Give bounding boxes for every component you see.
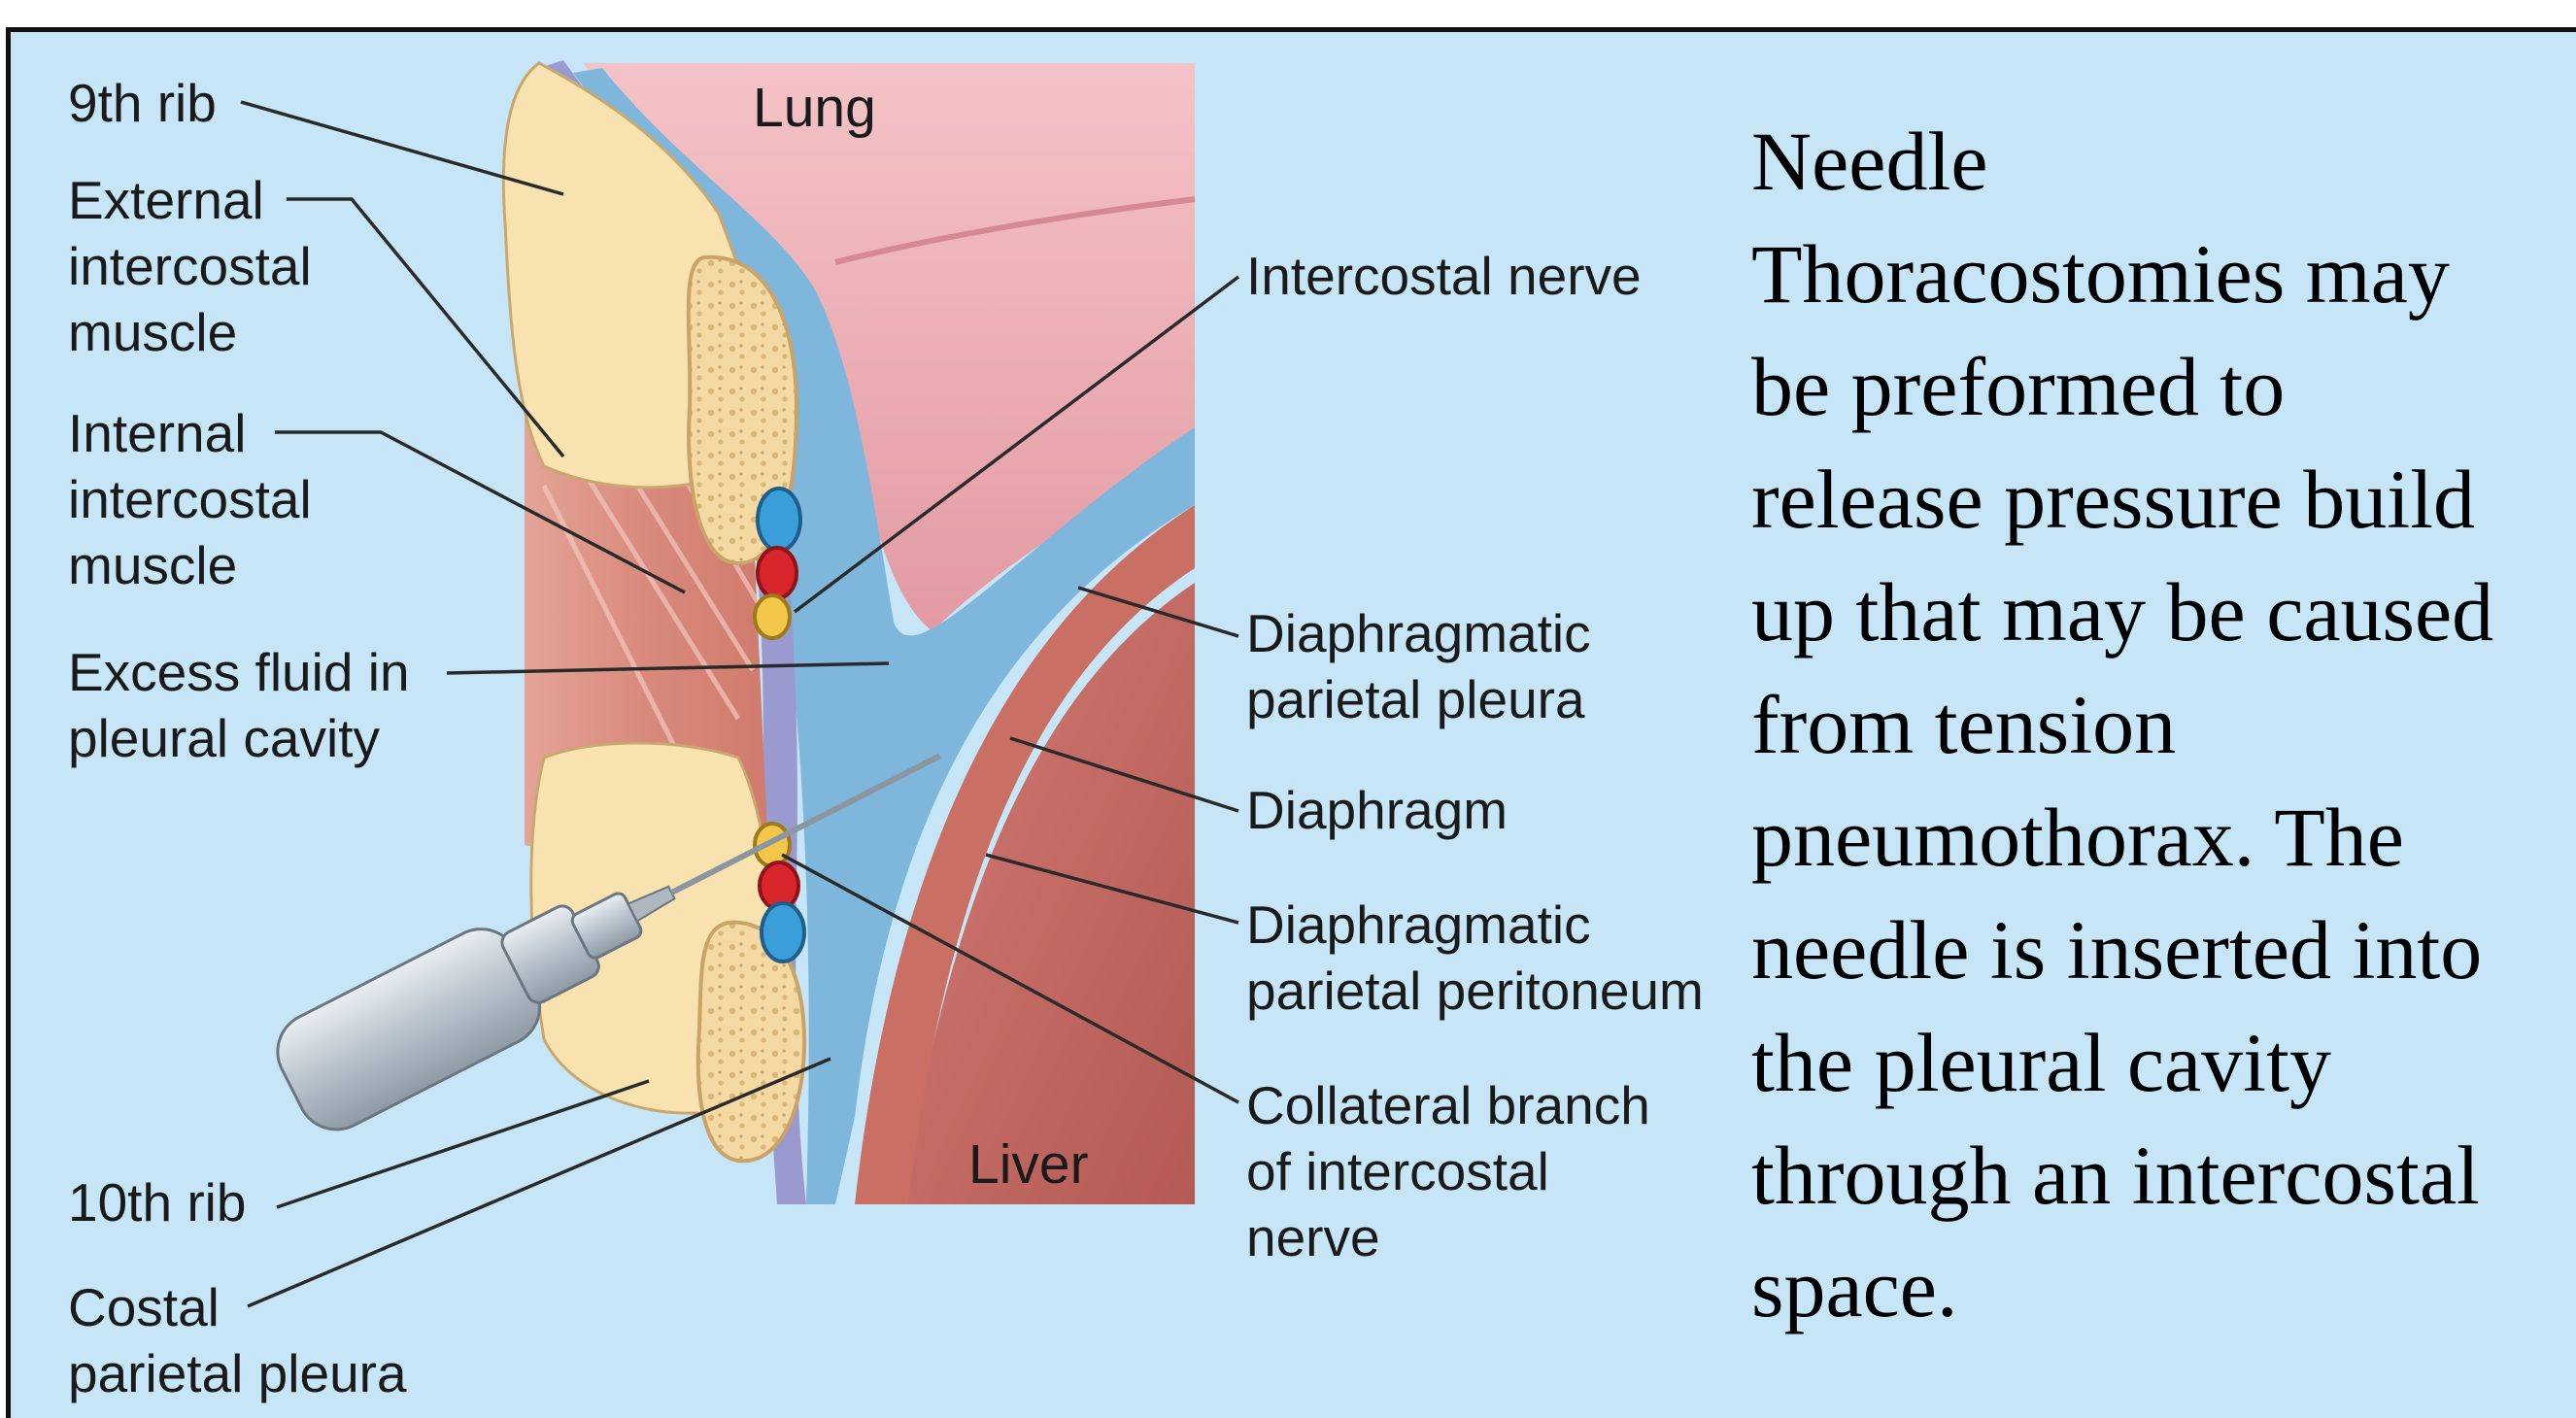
collateral-vein [762,903,804,962]
label-intercostal-nerve: Intercostal nerve [1246,243,1642,309]
intercostal-artery-top [758,548,797,598]
label-external-intercostal-muscle: External intercostal muscle [68,167,312,365]
label-10th-rib: 10th rib [68,1169,246,1235]
intercostal-vein-top [758,489,800,551]
label-diaphragm: Diaphragm [1246,777,1508,843]
caption-text: Needle Thoracostomies may be preformed t… [1751,105,2572,1344]
label-internal-intercostal-muscle: Internal intercostal muscle [68,400,312,598]
label-liver: Liver [968,1132,1089,1197]
label-diaphragmatic-parietal-pleura: Diaphragmatic parietal pleura [1246,600,1591,732]
label-lung: Lung [753,76,876,140]
label-collateral-branch: Collateral branch of intercostal nerve [1246,1072,1650,1270]
label-diaphragmatic-parietal-peritoneum: Diaphragmatic parietal peritoneum [1246,892,1704,1024]
label-costal-parietal-pleura: Costal parietal pleura [68,1274,407,1406]
label-9th-rib: 9th rib [68,70,217,136]
label-excess-fluid: Excess fluid in pleural cavity [68,639,410,771]
intercostal-nerve-top [755,595,790,638]
